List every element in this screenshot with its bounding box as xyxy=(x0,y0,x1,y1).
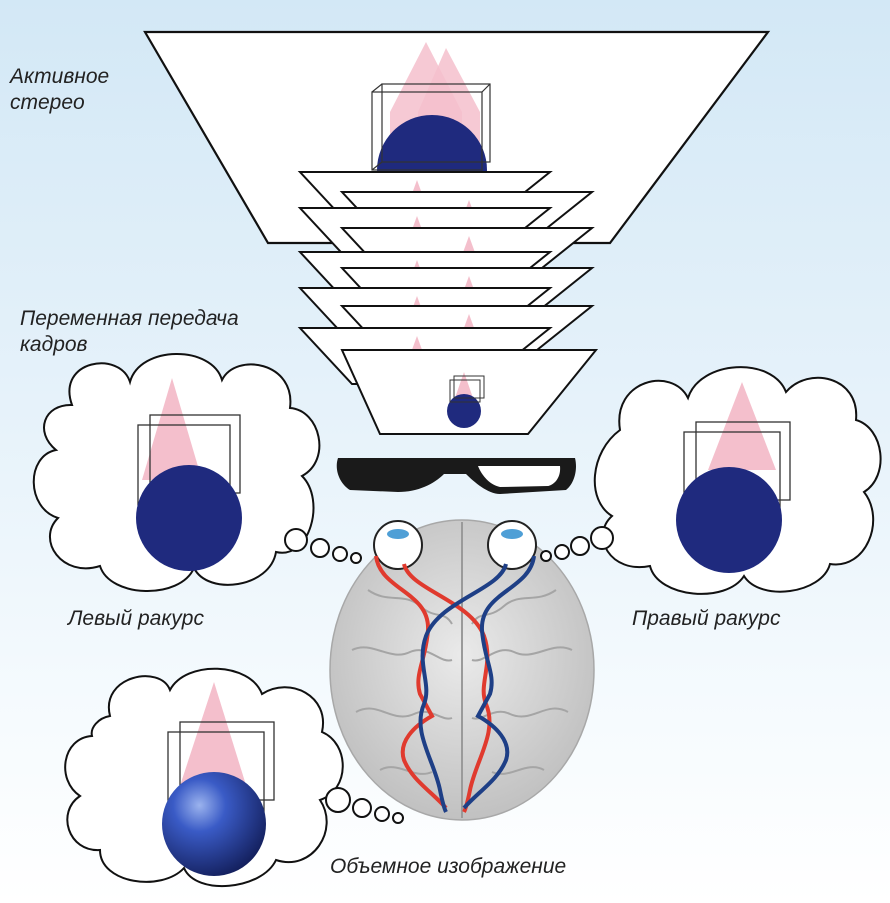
active-stereo-label-line2: стерео xyxy=(10,90,109,116)
right-view-cloud xyxy=(541,367,881,594)
volumetric-image-label: Объемное изображение xyxy=(330,854,566,880)
frame-alternation-label: Переменная передача кадров xyxy=(20,306,239,358)
left-eye-icon xyxy=(374,521,422,569)
frame-alternation-label-line1: Переменная передача xyxy=(20,306,239,332)
frame-front xyxy=(342,350,596,434)
left-view-label: Левый ракурс xyxy=(68,606,204,632)
frame-alternation-label-line2: кадров xyxy=(20,332,239,358)
active-stereo-label: Активное стерео xyxy=(10,64,109,116)
active-stereo-label-line1: Активное xyxy=(10,64,109,90)
right-eye-icon xyxy=(488,521,536,569)
brain-illustration xyxy=(330,520,594,820)
left-view-cloud xyxy=(34,354,361,591)
alternating-frames-stack xyxy=(300,172,596,434)
shutter-glasses-icon xyxy=(337,458,576,494)
right-view-label: Правый ракурс xyxy=(632,606,780,632)
